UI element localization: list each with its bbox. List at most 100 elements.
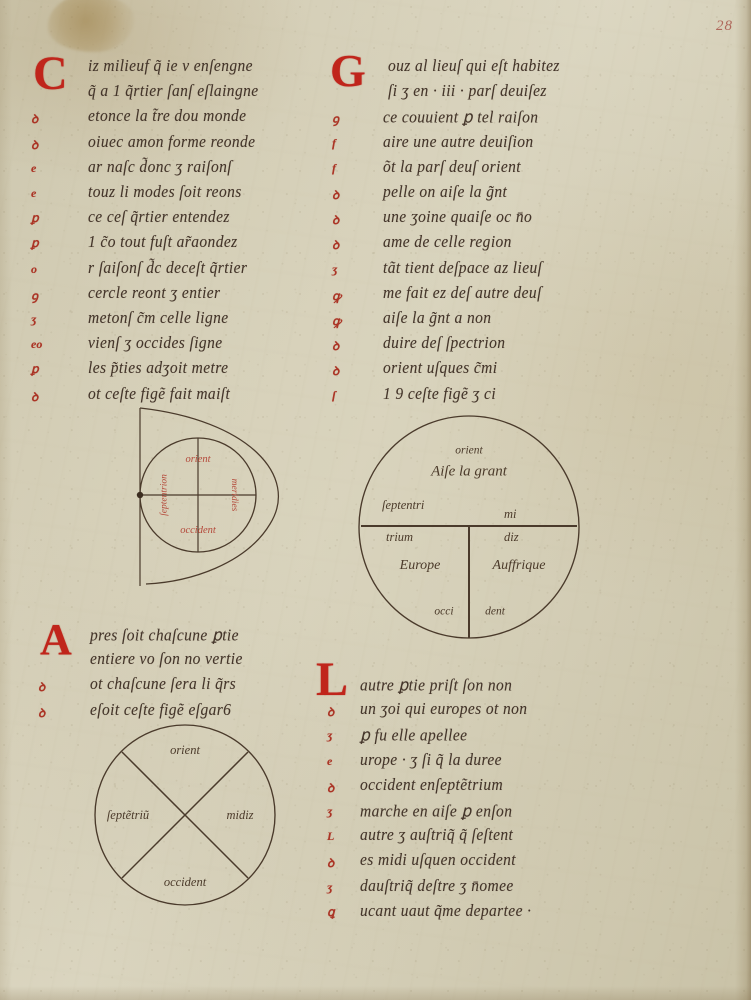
hemisphere-label-septentrion: ſeptentrion <box>159 474 170 516</box>
t-o-map-svg <box>358 415 580 639</box>
to-map-label-dent: dent <box>485 605 505 618</box>
drop-initial-lower-left: A <box>40 615 72 664</box>
manuscript-line: aire une autre deuiſion <box>383 133 534 152</box>
manuscript-line: orient uſques c̃mi <box>383 359 498 378</box>
manuscript-line: pres ſoit chaſcune ꝑtie <box>90 626 239 645</box>
manuscript-line: duire deſ ſpectrion <box>383 334 506 353</box>
wheel-label-occident: occident <box>163 874 207 889</box>
margin-rubric-letter: ʒ <box>31 312 37 326</box>
hemisphere-label-meridies: meridies <box>228 478 239 512</box>
margin-rubric-letter: ʒ <box>327 728 333 743</box>
margin-rubric-letter: ꝺ <box>31 389 39 404</box>
margin-rubric-letter: ʒ <box>327 804 333 818</box>
manuscript-line: es midi uſquen occident <box>360 851 516 870</box>
manuscript-line: 1 9 ceſte figẽ ʒ ci <box>383 385 497 404</box>
margin-rubric-letter: ſ <box>332 387 336 402</box>
to-map-label-occi: occi <box>434 605 454 618</box>
manuscript-line: eſoit ceſte figẽ eſgar6 <box>90 701 232 720</box>
margin-rubric-letter: ꝺ <box>38 705 46 720</box>
manuscript-line: occident enſeptẽtrium <box>360 776 504 795</box>
wheel-label-midiz: midiz <box>226 807 254 822</box>
manuscript-line: une ʒoine quaiſe oc n̄o <box>383 208 533 227</box>
manuscript-line: 1 c̃o tout fuſt ar̃aondez <box>88 233 238 252</box>
margin-rubric-letter: ꝑ <box>31 211 39 226</box>
margin-rubric-letter: ꝺ <box>332 238 340 253</box>
margin-rubric-letter: e <box>327 753 333 768</box>
to-map-label-diz: diz <box>504 530 519 544</box>
manuscript-line: urope · ʒ ſi q̃ la duree <box>360 751 502 770</box>
to-map-label-trium: trium <box>386 530 414 544</box>
margin-rubric-letter: ꝺ <box>38 680 46 695</box>
manuscript-line: iz milieuf q̃ ie v enſengne <box>88 57 253 76</box>
margin-rubric-letter: ʒ <box>327 879 333 894</box>
margin-rubric-letter: ꝙ <box>332 314 342 328</box>
margin-rubric-letter: ꝺ <box>327 705 335 720</box>
manuscript-line: aiſe la g̃nt a non <box>383 309 492 328</box>
page-edge-shadow-bottom <box>0 986 751 1000</box>
margin-rubric-letter: e <box>31 186 37 200</box>
manuscript-line: cercle reont ʒ entier <box>88 284 221 303</box>
manuscript-line: pelle on aiſe la g̃nt <box>383 183 508 202</box>
to-map-label-africa: Auffrique <box>492 558 546 573</box>
manuscript-line: ot ceſte figẽ fait maiſt <box>88 385 231 404</box>
manuscript-line: tãt tient deſpace az lieuſ <box>383 259 543 278</box>
manuscript-line: etonce la t̃re dou monde <box>88 107 247 126</box>
margin-rubric-letter: f <box>332 135 336 150</box>
hemisphere-quarter-svg <box>136 407 280 586</box>
drop-initial-left-column: C <box>33 47 68 100</box>
manuscript-line: õt la parſ deuſ orient <box>383 158 521 177</box>
margin-rubric-letter: eo <box>31 337 43 352</box>
margin-rubric-letter: ꝺ <box>332 213 340 228</box>
drop-initial-lower-right: L <box>316 653 349 706</box>
parchment-stain <box>48 0 134 52</box>
to-map-label-europe: Europe <box>399 558 441 573</box>
manuscript-line: ot chaſcune ſera li q̃rs <box>90 675 237 694</box>
to-map-label-septentri: ſeptentri <box>382 498 425 512</box>
manuscript-line: vienſ ʒ occides ſigne <box>88 334 223 353</box>
manuscript-line: dauſtriq̃ deſtre ʒ n̄omee <box>360 877 514 896</box>
to-map-label-asia: Aiſe la grant <box>431 463 507 480</box>
manuscript-line: q̃ a 1 q̃rtier ſanſ eſlaingne <box>88 82 259 101</box>
manuscript-line: entiere vo ſon no vertie <box>90 650 243 669</box>
manuscript-line: un ʒoi qui europes ot non <box>360 700 528 719</box>
margin-rubric-letter: ꝯ <box>332 112 340 127</box>
drop-initial-right-column: G <box>330 45 366 96</box>
margin-rubric-letter: ꝗ <box>327 904 335 919</box>
manuscript-line: marche en aiſe ꝑ enſon <box>360 802 513 821</box>
hemisphere-outer-arc <box>139 407 280 585</box>
wheel-label-orient: orient <box>170 742 200 757</box>
wheel-label-septentrium: ſeptẽtriũ <box>106 807 150 822</box>
manuscript-line: ucant uaut q̃me departee · <box>360 902 532 921</box>
folio-number: 28 <box>716 18 733 34</box>
to-map-label-mi: mi <box>504 507 517 521</box>
manuscript-line: ame de celle region <box>383 233 512 252</box>
page-edge-shadow-right <box>735 0 751 1000</box>
margin-rubric-letter: ꝑ <box>31 362 39 377</box>
margin-rubric-letter: ꝯ <box>31 288 39 303</box>
margin-rubric-letter: ꝺ <box>332 339 340 354</box>
four-quarter-wheel-diagram: orient occident ſeptẽtriũ midiz <box>92 722 278 908</box>
hemisphere-label-occident: occident <box>180 524 216 536</box>
manuscript-line: ce ceſ q̃rtier entendez <box>88 208 230 227</box>
margin-rubric-letter: e <box>31 160 37 175</box>
page-edge-shadow-left <box>0 0 12 1000</box>
four-quarter-wheel-svg <box>94 724 276 906</box>
t-o-map-diagram: orient Aiſe la grant ſeptentri trium mi … <box>356 414 582 640</box>
manuscript-line: ſi ʒ en · iii · parſ deuiſez <box>388 82 547 101</box>
manuscript-line: autre ꝑtie priſt ſon non <box>360 676 513 695</box>
margin-rubric-letter: f <box>332 160 336 175</box>
margin-rubric-letter: ꝺ <box>327 856 335 871</box>
margin-rubric-letter: ꝑ <box>31 236 39 251</box>
manuscript-line: ce couuient ꝑ tel raiſon <box>383 108 539 127</box>
manuscript-line: oiuec amon forme reonde <box>88 133 256 152</box>
to-map-label-orient: orient <box>455 444 483 457</box>
margin-rubric-letter: ʒ <box>332 261 338 276</box>
hemisphere-quarter-diagram: orient occident ſeptentrion meridies <box>118 398 308 588</box>
margin-rubric-letter: ꝺ <box>31 137 39 152</box>
margin-rubric-letter: ꝙ <box>332 288 342 303</box>
wheel-diagonal-ne-sw <box>121 751 249 879</box>
manuscript-line: les p̃ties adʒoit metre <box>88 359 229 378</box>
manuscript-line: me fait ez deſ autre deuſ <box>383 284 542 303</box>
margin-rubric-letter: ꝺ <box>332 188 340 202</box>
